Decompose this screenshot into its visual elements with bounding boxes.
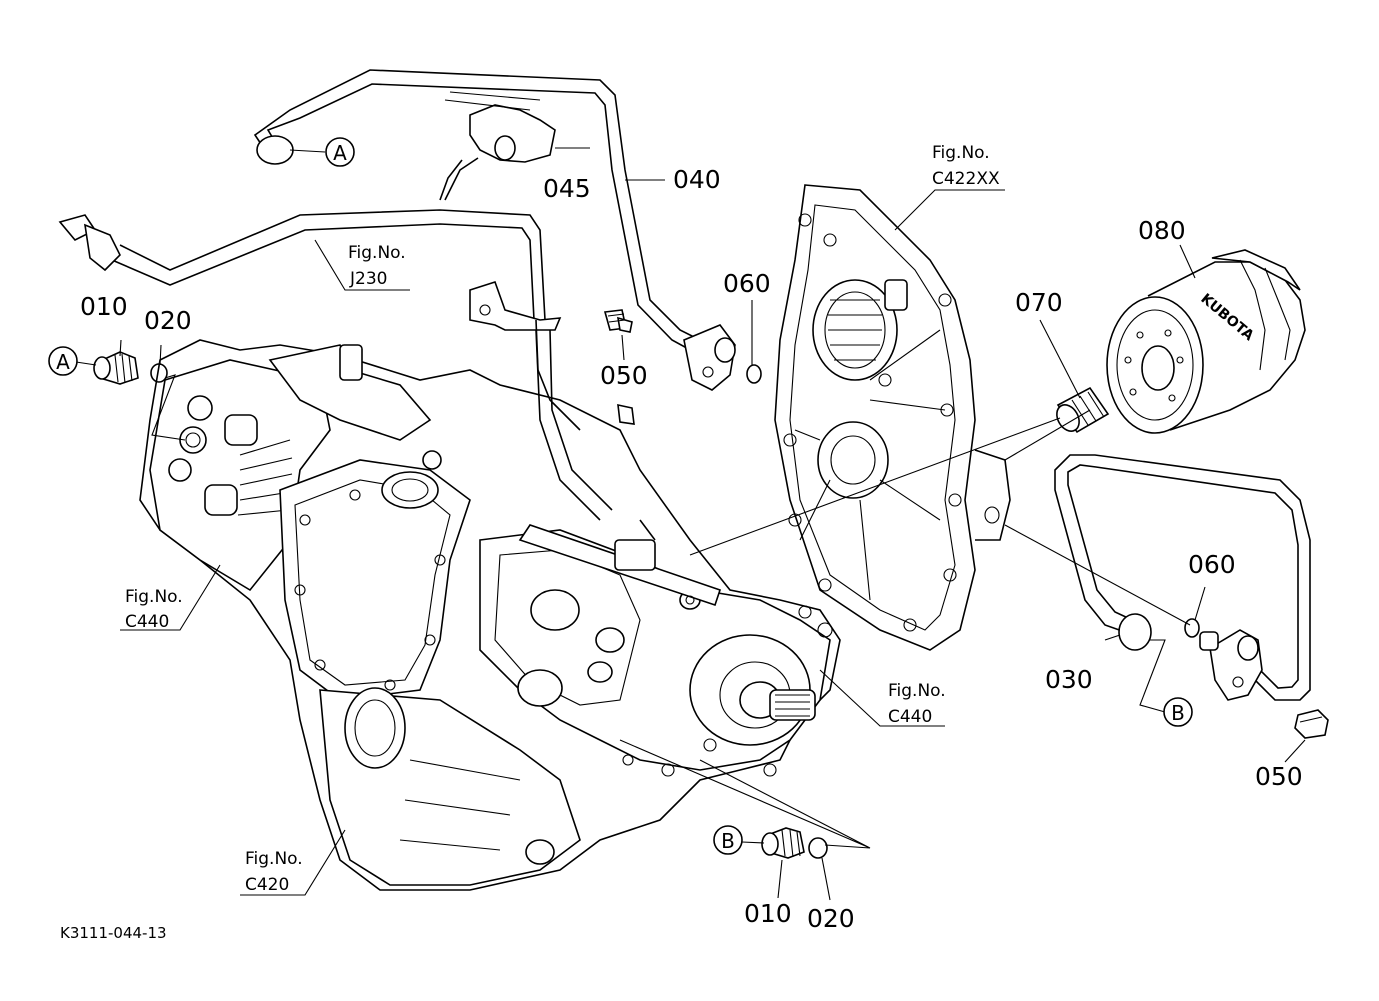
callout-a-top-label: A bbox=[333, 141, 347, 165]
oil-filter: KUBOTA bbox=[1106, 249, 1306, 434]
callout-a-left: A bbox=[48, 346, 78, 376]
part-060-top: 060 bbox=[723, 269, 771, 298]
fig-ref-j230-line2: J230 bbox=[349, 269, 387, 289]
fig-ref-c440-left-line2: C440 bbox=[125, 612, 169, 632]
callout-b-bottom-label: B bbox=[721, 829, 735, 853]
part-010-bottom: 010 bbox=[744, 899, 792, 928]
fig-ref-c440-left-line1: Fig.No. bbox=[125, 587, 183, 607]
fig-ref-c440-right-line1: Fig.No. bbox=[888, 681, 946, 701]
gearcase-cover bbox=[774, 184, 1011, 651]
fig-ref-c440-left: Fig.No. C440 bbox=[125, 587, 183, 632]
part-020-top: 020 bbox=[144, 306, 192, 335]
pipe-040 bbox=[253, 69, 736, 391]
callout-b-right-label: B bbox=[1171, 701, 1185, 725]
fig-ref-j230: Fig.No. J230 bbox=[348, 243, 406, 289]
part-030: 030 bbox=[1045, 665, 1093, 694]
fig-ref-c420: Fig.No. C420 bbox=[245, 849, 303, 895]
fig-ref-c420-line1: Fig.No. bbox=[245, 849, 303, 869]
callout-a-top: A bbox=[325, 137, 355, 167]
callout-b-right: B bbox=[1163, 697, 1193, 727]
fig-ref-j230-line1: Fig.No. bbox=[348, 243, 406, 263]
small-parts bbox=[93, 309, 1329, 859]
pipe-030 bbox=[1054, 454, 1311, 701]
part-070: 070 bbox=[1015, 288, 1063, 317]
part-020-bottom: 020 bbox=[807, 904, 855, 933]
callout-a-left-label: A bbox=[56, 350, 70, 374]
part-060-right: 060 bbox=[1188, 550, 1236, 579]
part-050-right: 050 bbox=[1255, 762, 1303, 791]
callout-b-bottom: B bbox=[713, 825, 743, 855]
transmission-case bbox=[139, 329, 841, 891]
part-010-top: 010 bbox=[80, 292, 128, 321]
leader-lines bbox=[75, 147, 1306, 901]
fig-ref-c440-right-line2: C440 bbox=[888, 707, 932, 727]
nipple-070 bbox=[1056, 386, 1110, 434]
fig-ref-c420-line2: C420 bbox=[245, 875, 289, 895]
pipe-j230 bbox=[58, 209, 581, 431]
fig-ref-c422xx-line2: C422XX bbox=[932, 169, 1000, 189]
clamp-045 bbox=[439, 91, 556, 201]
part-050-top: 050 bbox=[600, 361, 648, 390]
part-040: 040 bbox=[673, 165, 721, 194]
part-080: 080 bbox=[1138, 216, 1186, 245]
drawing-code: K3111-044-13 bbox=[60, 924, 167, 942]
part-045: 045 bbox=[543, 174, 591, 203]
fig-ref-c422xx-line1: Fig.No. bbox=[932, 143, 990, 163]
fig-ref-c440-right: Fig.No. C440 bbox=[888, 681, 946, 727]
fig-ref-c422xx: Fig.No. C422XX bbox=[932, 143, 1000, 189]
